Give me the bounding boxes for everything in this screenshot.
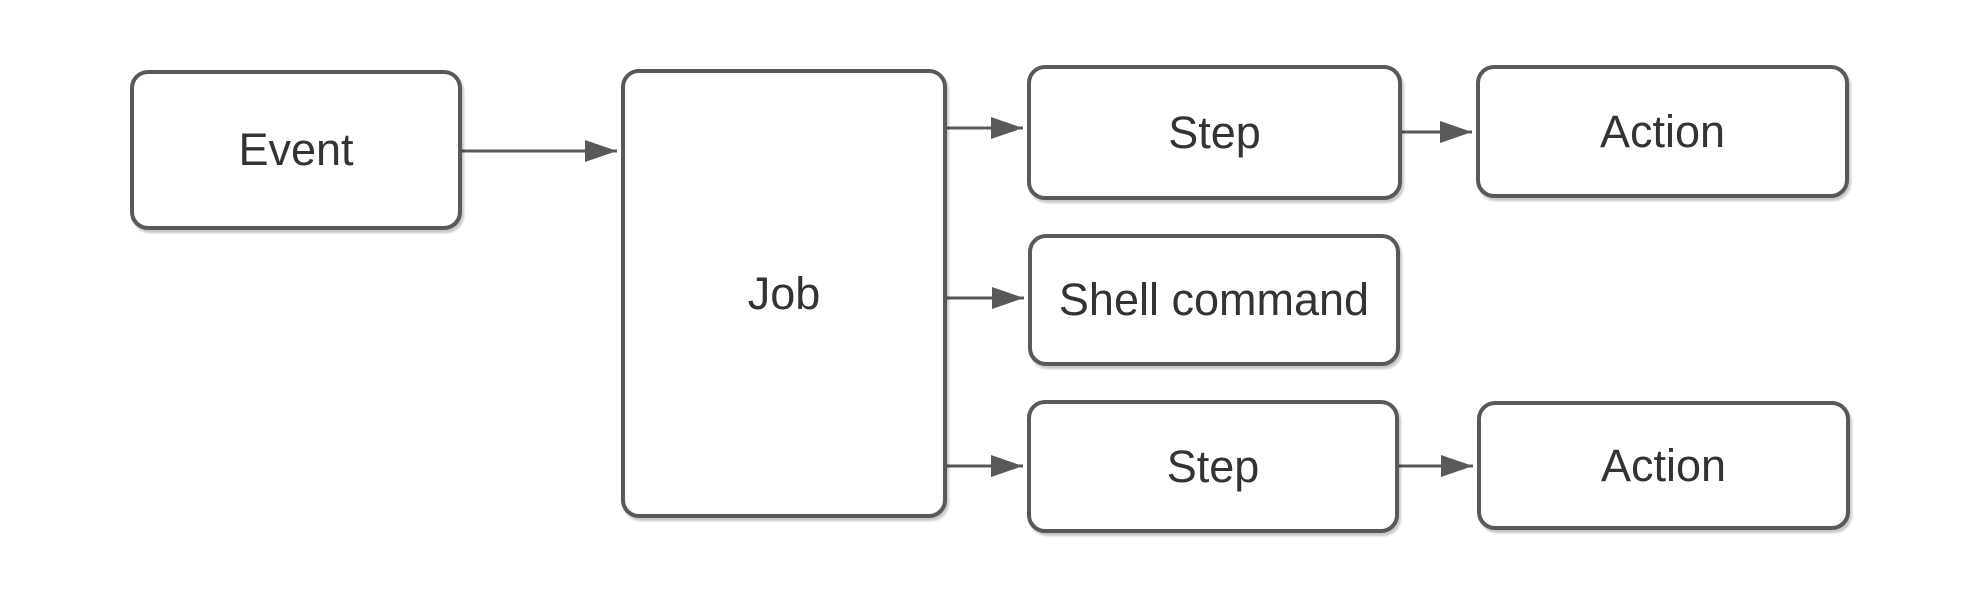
- node-event-label: Event: [238, 124, 354, 175]
- node-job-label: Job: [747, 267, 821, 319]
- node-action-top-label: Action: [1599, 105, 1726, 157]
- node-action-bottom-label: Action: [1600, 439, 1727, 491]
- node-step-top: Step: [1027, 65, 1402, 200]
- node-job: Job: [621, 69, 947, 518]
- node-action-top: Action: [1476, 65, 1849, 198]
- node-shell-command-label: Shell command: [1058, 274, 1370, 325]
- node-step-top-label: Step: [1168, 106, 1261, 158]
- node-step-bottom-label: Step: [1166, 440, 1260, 492]
- node-event: Event: [130, 70, 462, 230]
- node-shell-command: Shell command: [1028, 234, 1400, 366]
- node-action-bottom: Action: [1477, 401, 1850, 530]
- node-step-bottom: Step: [1027, 400, 1399, 533]
